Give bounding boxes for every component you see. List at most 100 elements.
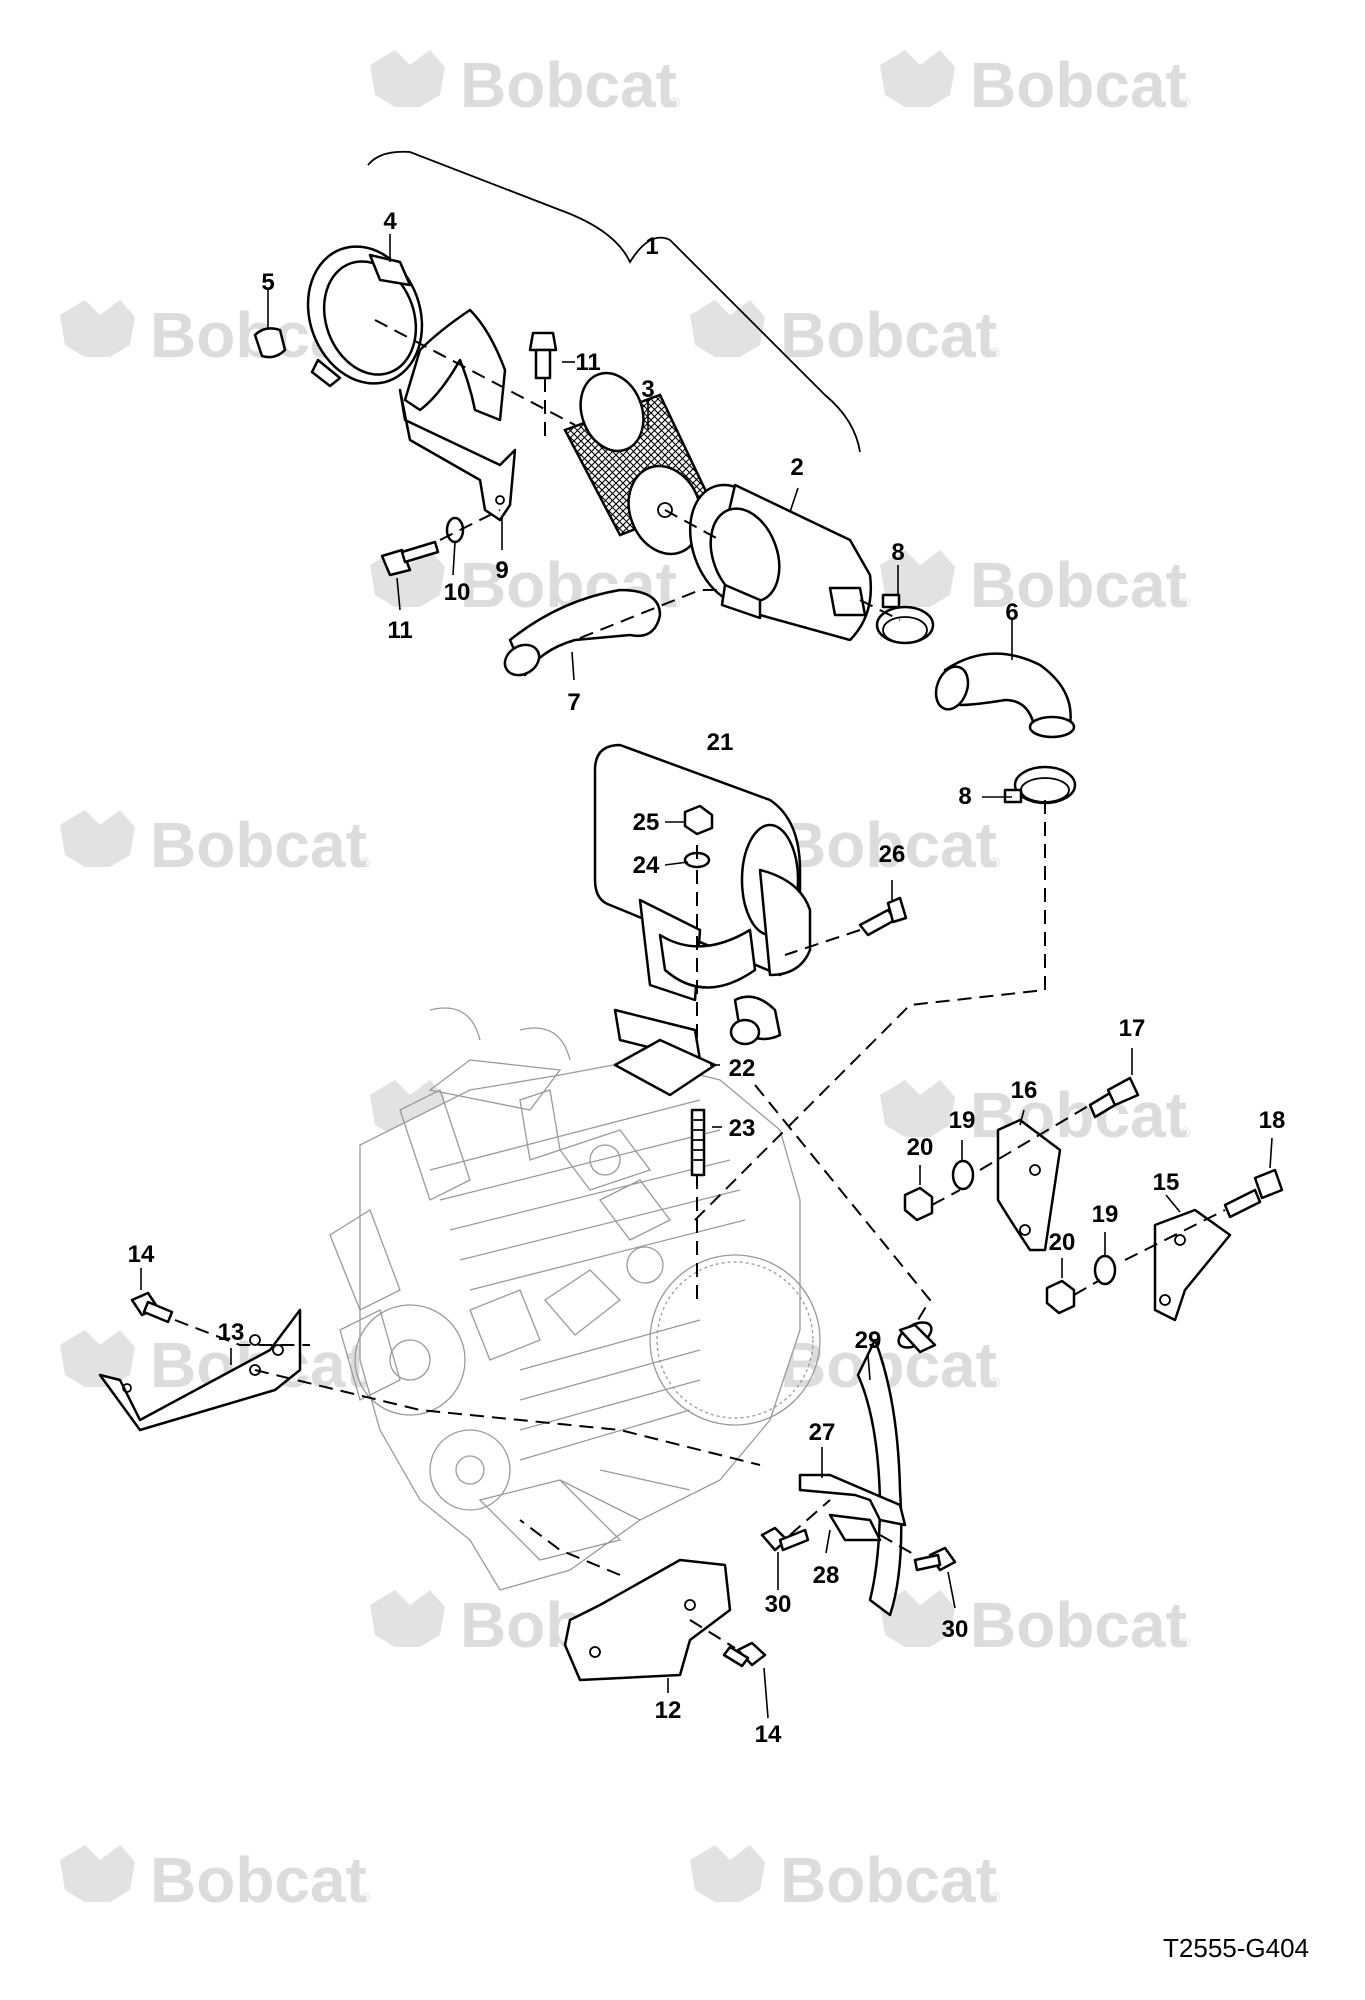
watermark-registered-mark: ® — [1180, 1634, 1191, 1650]
callout-30: 30 — [765, 1591, 792, 1618]
watermark-registered-mark: ® — [990, 1374, 1001, 1390]
engine-block-ghost — [329, 1007, 821, 1591]
bolt — [858, 896, 908, 937]
watermark-registered-mark: ® — [360, 1889, 371, 1905]
callout-6: 6 — [1005, 599, 1018, 626]
bobcat-logo-icon — [690, 1845, 765, 1902]
watermark-text: Bobcat — [780, 1844, 997, 1916]
callout-21: 21 — [707, 729, 734, 756]
washer — [1093, 1254, 1117, 1286]
bobcat-logo-icon — [690, 300, 765, 357]
pipe-clamp — [828, 1513, 882, 1542]
clamp-band — [306, 245, 424, 388]
bobcat-logo-icon — [60, 1845, 135, 1902]
callout-3: 3 — [641, 376, 654, 403]
callout-14: 14 — [128, 1241, 155, 1268]
bolt — [760, 1526, 810, 1552]
tail-pipe — [856, 1321, 937, 1617]
muffler — [593, 743, 812, 1062]
bobcat-logo-icon — [60, 1330, 135, 1387]
bolt — [528, 331, 558, 380]
watermark-registered-mark: ® — [990, 344, 1001, 360]
washer — [951, 1159, 975, 1191]
watermark: Bobcat® — [880, 549, 1191, 621]
callout-11-lower: 11 — [387, 617, 412, 644]
watermark-text: Bobcat — [970, 549, 1187, 621]
bolt — [1223, 1168, 1284, 1219]
callout-4: 4 — [383, 208, 397, 235]
callout-14-lower: 14 — [755, 1721, 782, 1748]
callout-23: 23 — [729, 1115, 756, 1142]
mount-bracket — [996, 1118, 1062, 1252]
watermark-registered-mark: ® — [670, 94, 681, 110]
pipe-bracket — [798, 1473, 907, 1527]
watermark: Bobcat® — [690, 1844, 1001, 1916]
callout-29: 29 — [855, 1327, 882, 1354]
watermark: Bobcat® — [690, 299, 1001, 371]
bobcat-logo-icon — [880, 50, 955, 107]
watermark-registered-mark: ® — [1180, 94, 1191, 110]
watermark-text: Bobcat — [970, 49, 1187, 121]
engine-mount-bracket — [563, 1558, 732, 1682]
callout-12: 12 — [655, 1697, 682, 1724]
stud — [690, 1108, 706, 1177]
callout-20: 20 — [907, 1134, 934, 1161]
watermark-registered-mark: ® — [1180, 1124, 1191, 1140]
engine-mount-bracket — [98, 1308, 302, 1432]
mount-bracket — [1153, 1208, 1232, 1322]
callout-16: 16 — [1011, 1077, 1038, 1104]
watermark-text: Bobcat — [150, 1844, 367, 1916]
watermark-registered-mark: ® — [670, 594, 681, 610]
leader-lines — [140, 234, 1273, 1719]
callout-28: 28 — [813, 1562, 840, 1589]
callout-2: 2 — [790, 454, 803, 481]
watermark-text: Bobcat — [780, 299, 997, 371]
bolt — [1088, 1076, 1140, 1119]
watermark: Bobcat® — [60, 809, 371, 881]
watermark-registered-mark: ® — [990, 854, 1001, 870]
callout-13: 13 — [218, 1319, 245, 1346]
bobcat-logo-icon — [370, 1590, 445, 1647]
watermark: Bobcat® — [370, 49, 681, 121]
callout-24: 24 — [633, 852, 660, 879]
callout-labels: 1 2 3 4 5 6 7 8 8 9 10 11 11 12 13 14 14… — [128, 208, 1286, 1748]
callout-8: 8 — [891, 539, 904, 566]
callout-20-lower: 20 — [1049, 1229, 1076, 1256]
callout-1: 1 — [645, 233, 658, 260]
watermark-text: Bobcat — [970, 1589, 1187, 1661]
watermark: Bobcat® — [880, 1589, 1191, 1661]
bolt — [130, 1291, 174, 1324]
watermark-registered-mark: ® — [990, 1889, 1001, 1905]
callout-15: 15 — [1153, 1169, 1180, 1196]
cap — [253, 327, 287, 359]
bolt — [380, 540, 440, 577]
callout-27: 27 — [809, 1419, 836, 1446]
callout-25: 25 — [633, 809, 660, 836]
callout-30-right: 30 — [942, 1616, 969, 1643]
watermark: Bobcat® — [880, 49, 1191, 121]
bobcat-logo-icon — [60, 810, 135, 867]
drawing-number: T2555-G404 — [1163, 1933, 1309, 1963]
watermark: Bobcat® — [60, 1844, 371, 1916]
callout-9: 9 — [495, 557, 508, 584]
callout-10: 10 — [444, 579, 471, 606]
nut — [903, 1186, 934, 1222]
callout-18: 18 — [1259, 1107, 1286, 1134]
nut — [1045, 1279, 1076, 1315]
watermark-registered-mark: ® — [360, 854, 371, 870]
watermark-text: Bobcat — [780, 809, 997, 881]
elbow-hose — [934, 652, 1076, 739]
callout-11: 11 — [575, 349, 600, 376]
bolt — [913, 1546, 957, 1572]
air-filter-housing — [688, 483, 872, 642]
callout-5: 5 — [261, 269, 274, 296]
bobcat-logo-icon — [880, 1590, 955, 1647]
bobcat-logo-icon — [60, 300, 135, 357]
callout-19: 19 — [949, 1107, 976, 1134]
watermark-text: Bobcat — [460, 49, 677, 121]
assembly-lines — [174, 319, 1226, 1649]
intake-hose — [503, 588, 662, 677]
assembly-bracket — [367, 150, 861, 453]
mount-bracket — [398, 308, 517, 522]
